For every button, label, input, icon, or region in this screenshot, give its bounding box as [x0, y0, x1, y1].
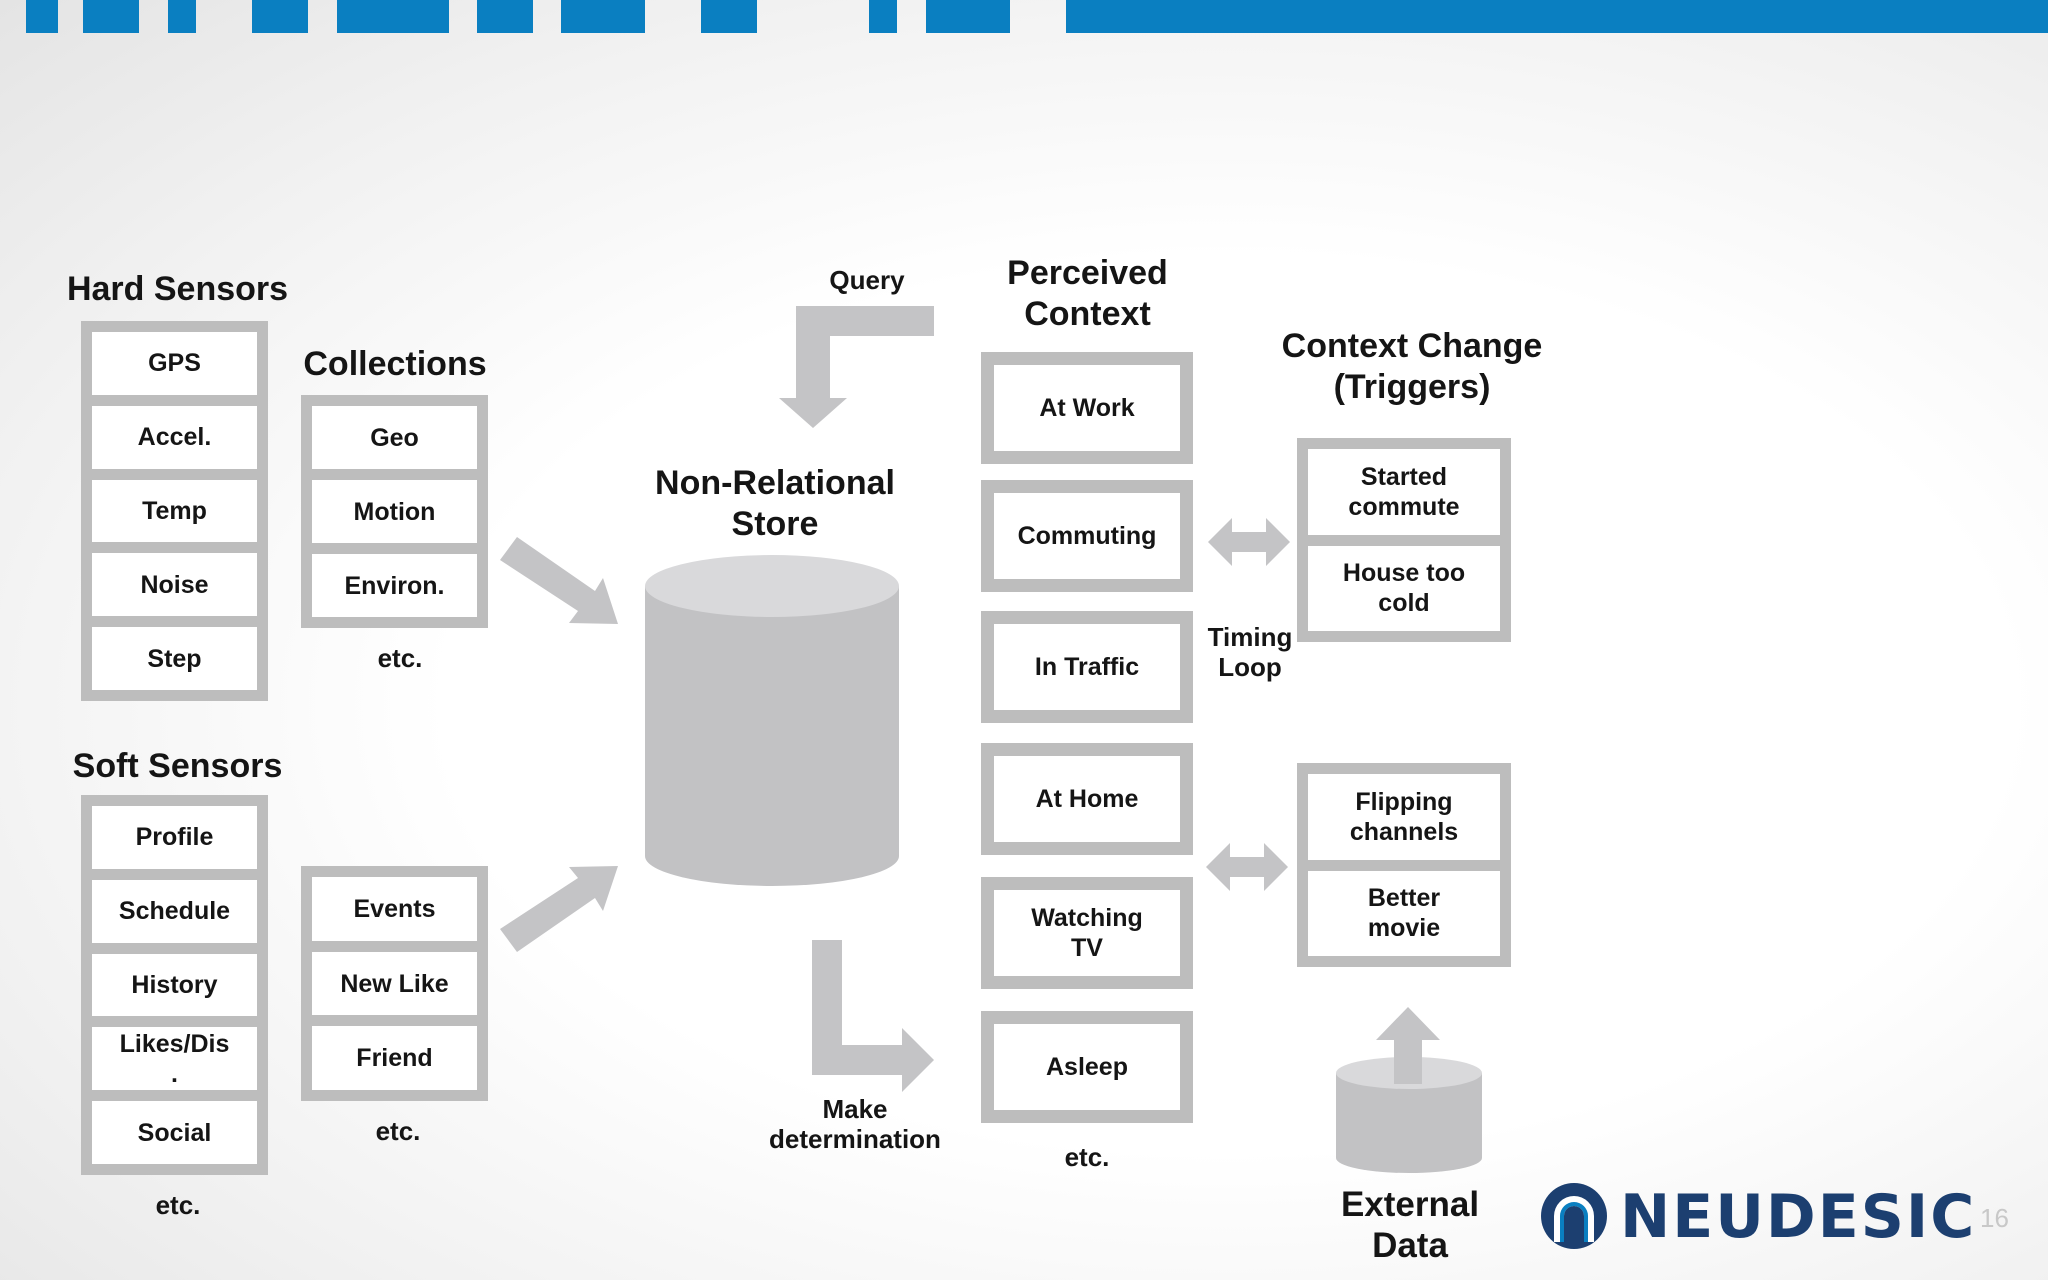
collection-events: Events [312, 877, 477, 941]
arrow-events-to-store-icon [500, 866, 618, 952]
collection-environ: Environ. [312, 554, 477, 617]
external-data-label: External Data [1340, 1185, 1480, 1265]
soft-profile: Profile [92, 806, 257, 869]
store-title: Non-Relational Store [655, 464, 895, 543]
sensor-gps: GPS [92, 332, 257, 395]
context-in-traffic: In Traffic [981, 611, 1193, 723]
triggers-group-commute: Started commute House too cold [1297, 438, 1511, 642]
context-watching-tv: Watching TV [981, 877, 1193, 989]
trigger-flipping-channels: Flipping channels [1308, 774, 1500, 860]
context-at-work: At Work [981, 352, 1193, 464]
trigger-house-too-cold: House too cold [1308, 545, 1500, 631]
store-cylinder-icon [645, 555, 899, 886]
double-arrow-top-icon [1208, 518, 1290, 566]
external-data-cylinder-icon [1336, 1040, 1482, 1173]
soft-sensors-etc: etc. [155, 1190, 201, 1220]
slide-number: 16 [1980, 1203, 2009, 1233]
collections-top-list: Geo Motion Environ. [301, 395, 488, 628]
collections-bottom-etc: etc. [375, 1116, 421, 1146]
sensor-temp: Temp [92, 479, 257, 543]
make-determination-label: Make determination [769, 1094, 941, 1154]
collections-top-etc: etc. [377, 643, 423, 673]
make-determination-arrow-icon [812, 940, 934, 1092]
context-at-work-label: At Work [994, 365, 1180, 451]
context-change-title: Context Change (Triggers) [1281, 327, 1543, 406]
query-arrow-icon [779, 306, 934, 428]
timing-loop-label: Timing Loop [1207, 622, 1293, 682]
soft-social: Social [92, 1101, 257, 1164]
hard-sensors-list: GPS Accel. Temp Noise Step [81, 321, 268, 701]
query-label: Query [829, 265, 905, 295]
perceived-context-title: Perceived Context [1007, 254, 1168, 333]
collection-new-like: New Like [312, 951, 477, 1016]
arrow-collections-to-store-icon [500, 537, 618, 624]
context-in-traffic-label: In Traffic [994, 624, 1180, 710]
sensor-noise: Noise [92, 553, 257, 617]
collection-friend: Friend [312, 1026, 477, 1091]
context-commuting: Commuting [981, 480, 1193, 592]
sensor-step: Step [92, 627, 257, 690]
soft-likes-dislikes: Likes/Dis . [92, 1027, 257, 1091]
collection-geo: Geo [312, 406, 477, 469]
context-at-home: At Home [981, 743, 1193, 855]
soft-schedule: Schedule [92, 879, 257, 943]
perceived-context-etc: etc. [1064, 1142, 1110, 1172]
soft-sensors-title: Soft Sensors [72, 747, 283, 785]
soft-history: History [92, 953, 257, 1017]
neudesic-logo-text: NEUDESIC [1620, 1182, 1977, 1252]
collections-bottom-list: Events New Like Friend [301, 866, 488, 1101]
collections-title: Collections [303, 345, 487, 383]
soft-sensors-list: Profile Schedule History Likes/Dis . Soc… [81, 795, 268, 1175]
hard-sensors-title: Hard Sensors [66, 270, 289, 308]
neudesic-arch-logo-icon [1541, 1183, 1607, 1249]
context-at-home-label: At Home [994, 756, 1180, 842]
context-asleep: Asleep [981, 1011, 1193, 1123]
context-watching-tv-label: Watching TV [994, 890, 1180, 976]
context-asleep-label: Asleep [994, 1024, 1180, 1110]
trigger-started-commute: Started commute [1308, 449, 1500, 535]
context-commuting-label: Commuting [994, 493, 1180, 579]
trigger-better-movie: Better movie [1308, 870, 1500, 956]
collection-motion: Motion [312, 480, 477, 543]
triggers-group-tv: Flipping channels Better movie [1297, 763, 1511, 967]
sensor-accel: Accel. [92, 405, 257, 469]
double-arrow-bottom-icon [1206, 843, 1288, 891]
